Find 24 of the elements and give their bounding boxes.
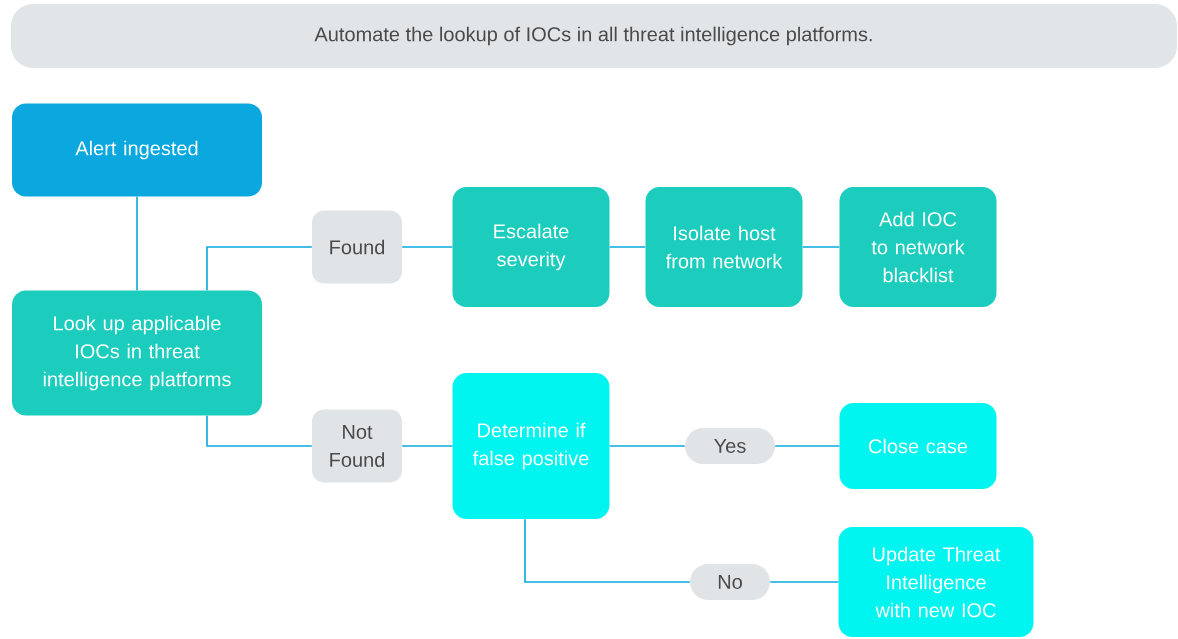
process-box: Close case — [839, 403, 997, 489]
connector-line — [524, 518, 691, 583]
connector-line — [801, 246, 841, 248]
connector-line — [608, 445, 686, 447]
process-box: Update Threat Intelligence with new IOC — [838, 527, 1034, 637]
connector-line — [401, 445, 454, 447]
connector-line — [206, 246, 313, 292]
decision-pill: No — [690, 564, 770, 600]
decision-pill: Yes — [685, 428, 775, 464]
process-box: Escalate severity — [452, 187, 610, 307]
connector-line — [769, 581, 840, 583]
connector-line — [608, 246, 647, 248]
decision-box: Not Found — [312, 409, 402, 483]
process-box: Look up applicable IOCs in threat intelligence platforms — [12, 290, 262, 416]
title-banner: Automate the lookup of IOCs in all threat intelligence platforms. — [11, 4, 1177, 68]
process-box: Isolate host from network — [645, 187, 803, 307]
process-box: Add IOC to network blacklist — [839, 187, 997, 307]
connector-line — [136, 195, 138, 292]
connector-line — [401, 246, 454, 248]
connector-line — [206, 414, 313, 447]
process-box: Alert ingested — [12, 103, 262, 197]
connector-line — [774, 445, 841, 447]
process-box: Determine if false positive — [452, 373, 610, 519]
decision-box: Found — [312, 210, 402, 284]
